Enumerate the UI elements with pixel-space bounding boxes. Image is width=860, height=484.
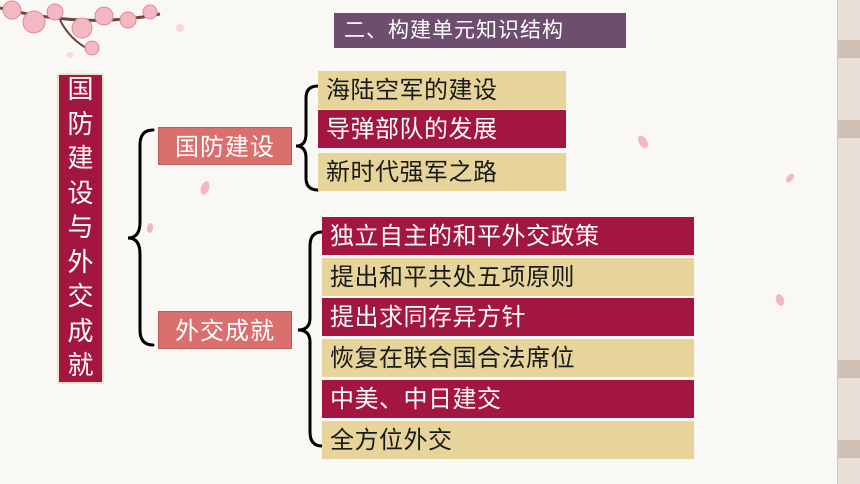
section-title: 二、构建单元知识结构 xyxy=(334,13,626,48)
diplomacy-brace xyxy=(297,230,324,448)
right-frame-border xyxy=(837,0,860,484)
defense-item: 新时代强军之路 xyxy=(318,153,566,191)
main-topic-char: 就 xyxy=(67,351,94,382)
diplomacy-item: 提出和平共处五项原则 xyxy=(322,258,694,296)
branch-defense: 国防建设 xyxy=(158,127,292,165)
main-topic-char: 成 xyxy=(67,316,94,347)
diplomacy-item: 独立自主的和平外交政策 xyxy=(322,217,694,255)
main-topic-char: 设 xyxy=(67,178,94,209)
main-brace xyxy=(127,128,155,347)
defense-item: 导弹部队的发展 xyxy=(318,110,566,148)
main-topic-char: 与 xyxy=(67,213,94,244)
main-topic-char: 防 xyxy=(67,109,94,140)
diplomacy-item: 全方位外交 xyxy=(322,421,694,459)
diplomacy-item: 提出求同存异方针 xyxy=(322,298,694,336)
diplomacy-item: 恢复在联合国合法席位 xyxy=(322,339,694,377)
main-topic-box: 国 防 建 设 与 外 交 成 就 xyxy=(57,73,104,384)
defense-brace xyxy=(295,84,320,192)
plum-blossom-decoration xyxy=(0,0,184,58)
main-topic-char: 建 xyxy=(67,144,94,175)
diplomacy-item: 中美、中日建交 xyxy=(322,380,694,418)
main-topic-char: 外 xyxy=(67,247,94,278)
defense-item: 海陆空军的建设 xyxy=(318,71,566,109)
branch-diplomacy: 外交成就 xyxy=(158,311,292,349)
main-topic-char: 国 xyxy=(67,75,94,106)
main-topic-char: 交 xyxy=(67,282,94,313)
